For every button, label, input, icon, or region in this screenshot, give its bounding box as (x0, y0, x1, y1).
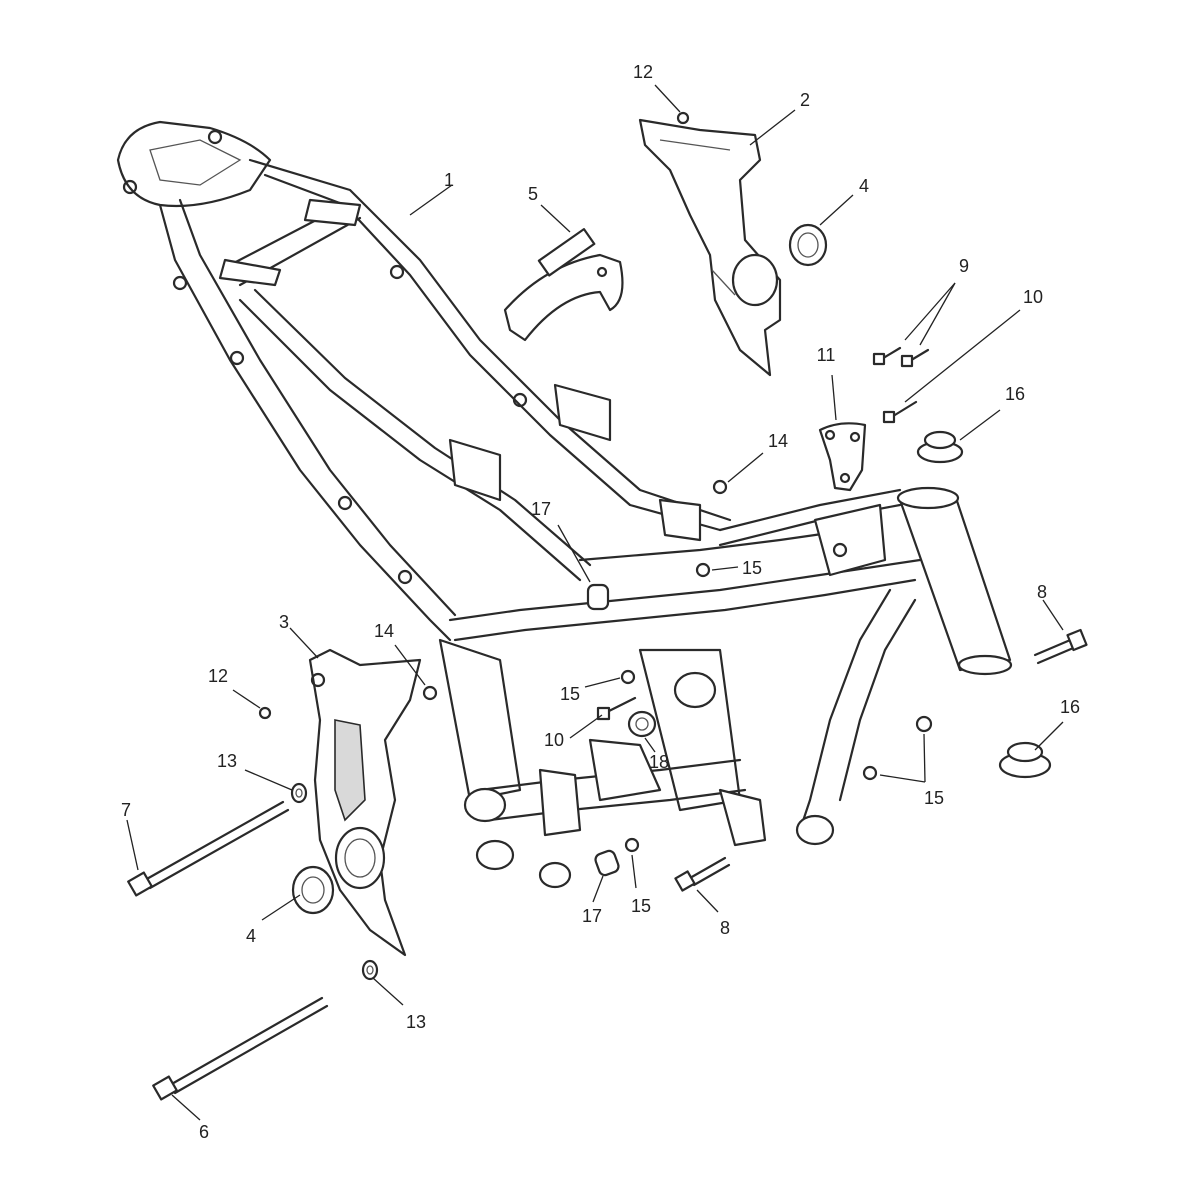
callout-10-upper: 10 (1023, 287, 1043, 307)
part-9-bolts (872, 346, 930, 368)
callout-12-lower: 12 (208, 666, 228, 686)
part-16-grommet-lower (998, 741, 1052, 779)
callout-14-lower: 14 (374, 621, 394, 641)
callout-15-b: 15 (560, 684, 580, 704)
part-4-bearing-ring-lower (291, 865, 335, 915)
part-14-nut-lower (422, 685, 438, 701)
part-10-bolt-lower (596, 696, 637, 721)
callout-2: 2 (800, 90, 810, 110)
callout-3: 3 (279, 612, 289, 632)
callout-16-upper: 16 (1005, 384, 1025, 404)
callout-15-c: 15 (631, 896, 651, 916)
callout-8-right: 8 (1037, 582, 1047, 602)
part-3-left-frame-cover (308, 648, 422, 957)
part-16-grommet-upper (916, 430, 964, 464)
callout-11: 11 (817, 345, 836, 365)
leader-lines (126, 84, 1064, 1121)
callout-18: 18 (649, 752, 669, 772)
callout-13-upper: 13 (217, 751, 237, 771)
part-5-bracket (503, 228, 624, 342)
callout-8-lower: 8 (720, 918, 730, 938)
part-10-bolt-upper (882, 400, 918, 424)
part-12-screw-upper (676, 111, 690, 125)
part-4-bearing-ring-upper (788, 223, 828, 267)
part-14-nut-upper (712, 479, 728, 495)
callout-13-lower: 13 (406, 1012, 426, 1032)
callout-9: 9 (959, 256, 969, 276)
callout-7: 7 (121, 800, 131, 820)
part-11-mount-plate (818, 422, 867, 492)
part-12-screw-lower (258, 706, 272, 720)
callout-15-d: 15 (924, 788, 944, 808)
callout-4-upper: 4 (859, 176, 869, 196)
callout-15-a: 15 (742, 558, 762, 578)
callout-14-upper: 14 (768, 431, 788, 451)
callout-12-upper: 12 (633, 62, 653, 82)
part-7-long-bolt (127, 800, 290, 897)
part-8-bolt-right (1033, 628, 1088, 665)
part-2-right-frame-cover (638, 118, 782, 377)
callout-17-upper: 17 (531, 499, 551, 519)
part-6-long-bolt (152, 996, 329, 1101)
main-frame (116, 120, 1013, 889)
part-17-bushing-upper (586, 583, 610, 611)
callout-17-lower: 17 (582, 906, 602, 926)
callout-1: 1 (444, 170, 454, 190)
part-18-bushing (627, 710, 657, 738)
callout-10-lower: 10 (544, 730, 564, 750)
part-13-washer-lower (361, 959, 379, 981)
part-17-bushing-lower (594, 849, 620, 877)
part-8-bolt-lower (674, 856, 731, 892)
callout-4-lower: 4 (246, 926, 256, 946)
callout-labels: 1 2 3 4 4 5 6 7 8 8 9 10 10 11 12 12 13 … (121, 62, 1080, 1142)
callout-6: 6 (199, 1122, 209, 1142)
part-13-washer-upper (290, 782, 308, 804)
callout-16-lower: 16 (1060, 697, 1080, 717)
callout-5: 5 (528, 184, 538, 204)
part-15-washers (620, 562, 933, 853)
